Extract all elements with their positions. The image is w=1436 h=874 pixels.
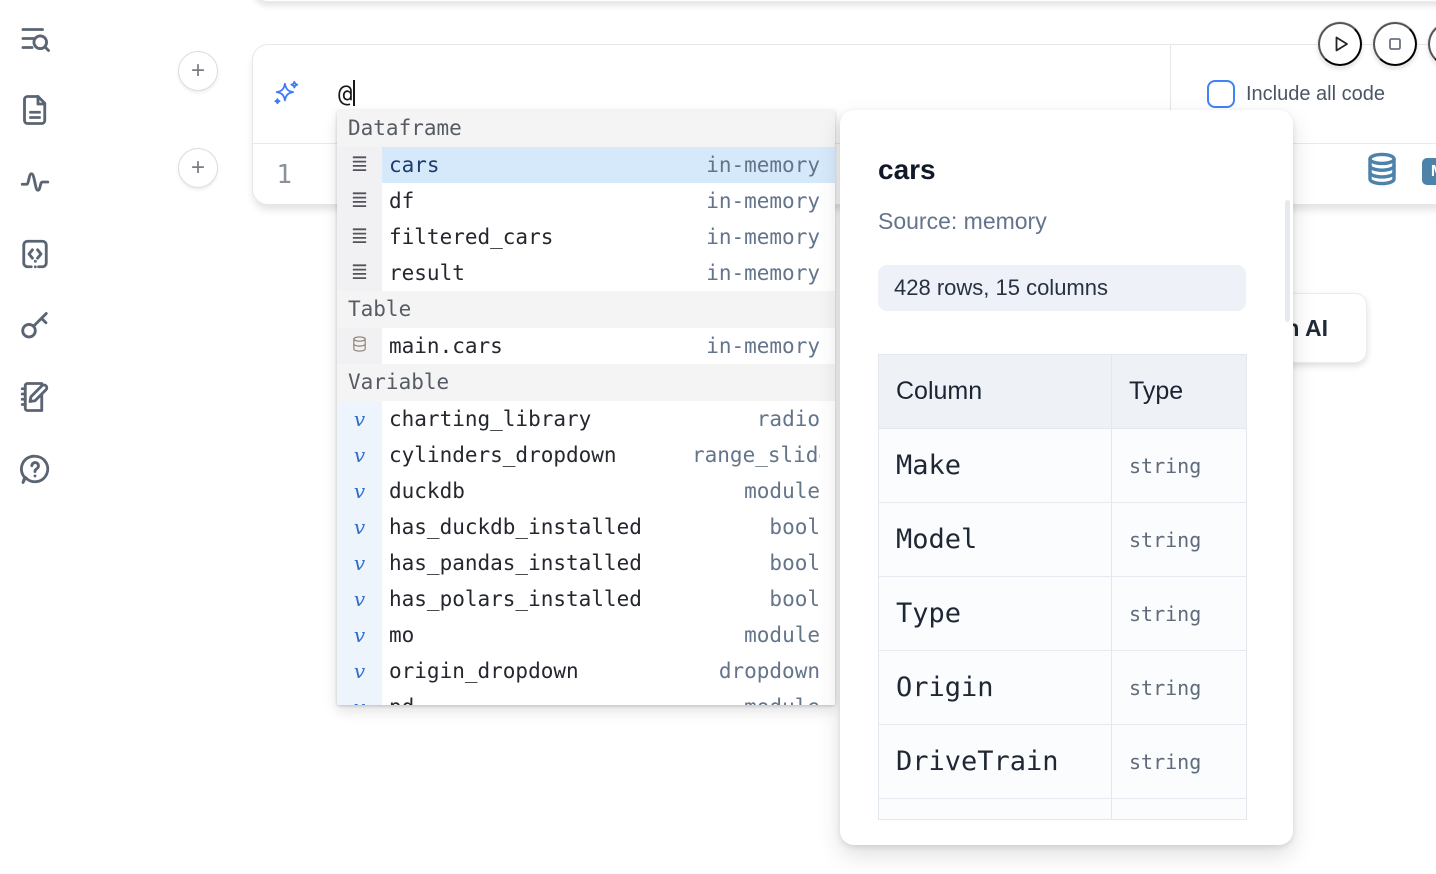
variable-icon: v <box>353 407 366 431</box>
preview-title: cars <box>878 154 936 185</box>
schema-table: Column Type Make string Model string Typ… <box>878 354 1247 820</box>
rows-icon <box>350 154 369 177</box>
text-cursor <box>353 80 356 106</box>
variable-icon: v <box>353 515 366 539</box>
code-editor-row[interactable]: 1 M↓ <box>253 144 1436 205</box>
rows-icon <box>350 226 369 249</box>
table-row: Model string <box>879 503 1246 577</box>
run-cell-button[interactable] <box>1318 22 1362 66</box>
panel-scrollbar[interactable] <box>1285 200 1290 322</box>
variable-icon: v <box>354 695 365 705</box>
dataframe-preview-panel: cars Source: memory 428 rows, 15 columns… <box>840 110 1293 845</box>
schema-table-header: Column Type <box>879 355 1246 429</box>
shape-badge: 428 rows, 15 columns <box>878 265 1246 311</box>
table-row: Type string <box>879 577 1246 651</box>
completion-section-header: Variable <box>337 364 835 401</box>
rows-icon <box>350 190 369 213</box>
sidebar <box>0 0 70 874</box>
include-all-code-label: Include all code <box>1246 82 1385 105</box>
completion-item-pd[interactable]: v pdmodule <box>337 689 835 705</box>
table-row: DriveTrain string <box>879 725 1246 799</box>
preview-source: Source: memory <box>878 208 1047 234</box>
activity-icon[interactable] <box>17 164 53 200</box>
variable-icon: v <box>353 443 366 467</box>
list-search-icon[interactable] <box>17 22 53 58</box>
variable-icon: v <box>353 623 366 647</box>
completion-section-header: Dataframe <box>337 110 835 147</box>
ai-prompt-input[interactable]: @ <box>338 80 356 108</box>
code-snippet-icon[interactable] <box>17 236 53 272</box>
help-icon[interactable] <box>17 451 53 487</box>
variable-icon: v <box>353 659 366 683</box>
include-all-code-checkbox[interactable] <box>1207 80 1235 108</box>
table-row-clipped <box>879 799 1246 819</box>
stop-button[interactable] <box>1373 22 1417 66</box>
ai-options: Include all code <box>1170 45 1436 143</box>
table-row: Make string <box>879 429 1246 503</box>
add-cell-below-button[interactable]: + <box>178 148 218 188</box>
document-icon[interactable] <box>17 92 53 128</box>
line-number: 1 <box>276 159 292 190</box>
markdown-export-icon[interactable]: M↓ <box>1422 158 1436 185</box>
sparkles-icon <box>271 79 301 109</box>
database-output-icon[interactable] <box>1364 150 1400 193</box>
database-icon <box>351 335 368 357</box>
variable-icon: v <box>353 587 366 611</box>
scratchpad-icon[interactable] <box>17 379 53 415</box>
key-icon[interactable] <box>17 307 53 343</box>
completion-section-header: Table <box>337 291 835 328</box>
variable-icon: v <box>353 479 366 503</box>
variable-icon: v <box>353 551 366 575</box>
table-row: Origin string <box>879 651 1246 725</box>
rows-icon <box>350 262 369 285</box>
previous-cell-fragment <box>252 0 1436 2</box>
add-cell-above-button[interactable]: + <box>178 51 218 91</box>
